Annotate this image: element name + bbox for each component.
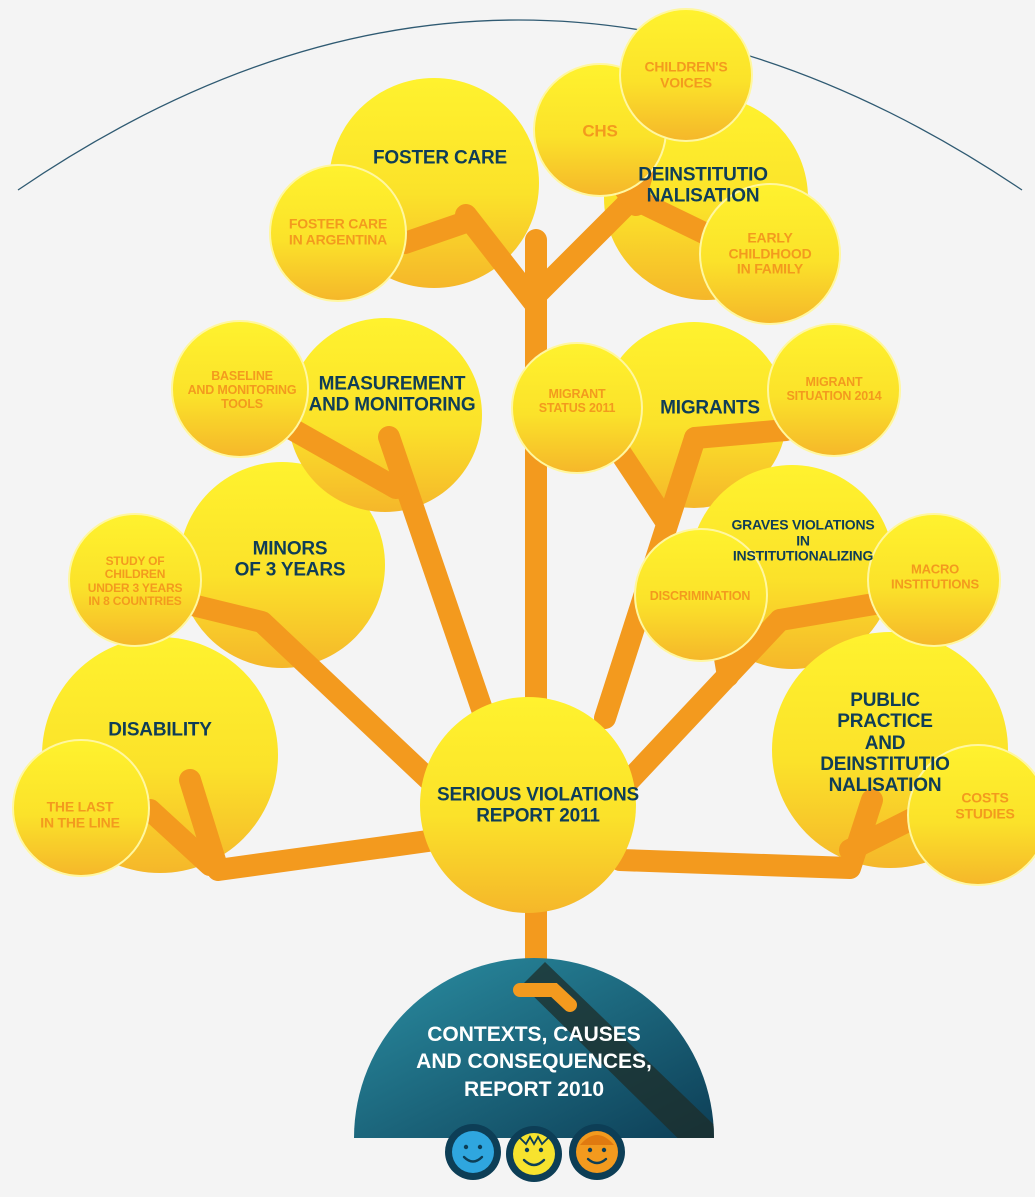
center-bubble [420,697,636,913]
foster-argentina-label: FOSTER CARE IN ARGENTINA [288,215,388,247]
disability-label: DISABILITY [108,719,212,741]
early-childhood-bubble [699,183,841,325]
deinstitutionalisation-label: DEINSTITUTIO NALISATION [638,164,768,207]
voices-bubble [619,8,753,142]
macro-bubble [867,513,1001,647]
last-in-line-label: THE LAST IN THE LINE [40,798,120,830]
migrants-label: MIGRANTS [660,397,760,419]
study-children-bubble [68,513,202,647]
study-children-label: STUDY OF CHILDREN UNDER 3 YEARS IN 8 COU… [87,554,183,609]
costs-bubble [907,744,1035,886]
branches [139,107,929,1026]
root-report-label: CONTEXTS, CAUSES AND CONSEQUENCES, REPOR… [416,1023,652,1101]
minors-label: MINORS OF 3 YEARS [234,538,346,581]
center-report-label: SERIOUS VIOLATIONS REPORT 2011 [437,784,639,827]
child-faces [445,1124,625,1182]
migrant-2011-bubble [511,342,643,474]
graves-violations-label: GRAVES VIOLATIONS IN INSTITUTIONALIZING [731,516,875,564]
root-dome [354,958,714,1138]
chs-label: CHS [582,121,618,141]
measurement-label: MEASUREMENT AND MONITORING [308,373,476,416]
orange-child-face-icon [569,1124,625,1180]
migrant-2014-bubble [767,323,901,457]
canopy-arc [17,19,1023,191]
sub-bubbles [12,8,1035,886]
migrant-situation-2014-label: MIGRANT SITUATION 2014 [786,375,882,403]
discrimination-bubble [634,528,768,662]
baseline-bubble [171,320,309,458]
costs-studies-label: COSTS STUDIES [955,789,1015,821]
blue-child-face-icon [445,1124,501,1180]
baseline-label: BASELINE AND MONITORING TOOLS [187,369,297,411]
early-childhood-label: EARLY CHILDHOOD IN FAMILY [728,229,812,277]
macro-institutions-label: MACRO INSTITUTIONS [891,561,979,591]
foster-argentina-bubble [269,164,407,302]
migrants-bubble [601,322,787,508]
public-practice-label: PUBLIC PRACTICE AND DEINSTITUTIO NALISAT… [820,689,950,796]
last-in-line-bubble [12,739,150,877]
yellow-child-face-icon [506,1126,562,1182]
discrimination-label: DISCRIMINATION [649,589,751,603]
migrant-status-2011-label: MIGRANT STATUS 2011 [538,387,616,415]
foster-care-label: FOSTER CARE [373,147,507,169]
childrens-voices-label: CHILDREN'S VOICES [644,58,728,90]
